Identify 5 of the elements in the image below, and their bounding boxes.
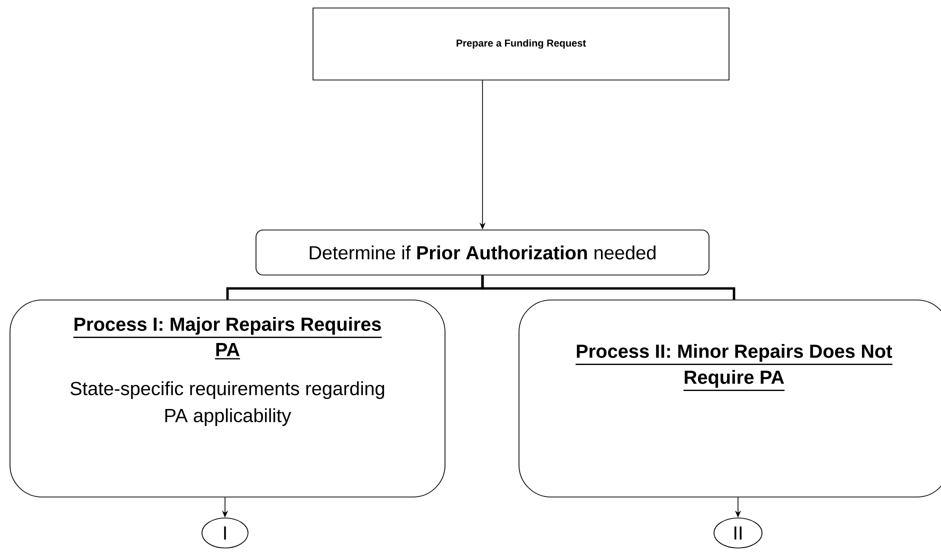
process-box: Prepare a Funding Request	[312, 8, 730, 80]
process-box: Process II: Minor Repairs Does Not Require PA	[518, 300, 941, 498]
decision-box: Determine if Prior Authorization needed	[256, 230, 710, 276]
connector-line	[481, 275, 736, 300]
process-box: Process I: Major Repairs Requires PA State-specific requirements regarding PA applicability	[10, 300, 446, 498]
